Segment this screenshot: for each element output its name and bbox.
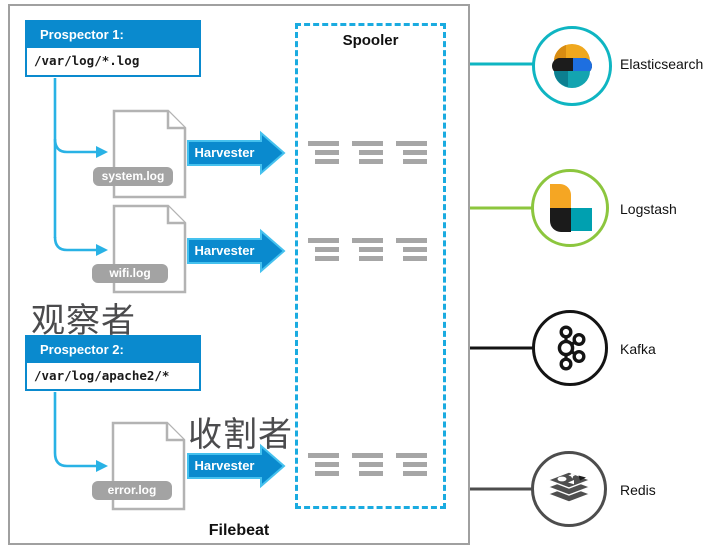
- logstash-logo-icon: [550, 184, 592, 232]
- event-bars-group: [308, 453, 339, 476]
- output-label-redis: Redis: [620, 482, 656, 498]
- output-node-redis: [531, 451, 607, 527]
- file-label-system-log: system.log: [93, 167, 173, 186]
- prospector2-path: /var/log/apache2/*: [27, 363, 199, 389]
- event-bars-group: [308, 141, 339, 164]
- output-label-kafka: Kafka: [620, 341, 656, 357]
- kafka-logo-icon: [557, 325, 586, 371]
- annotation-harvester: 收割者: [188, 415, 293, 455]
- harvester-label: Harvester: [194, 458, 255, 473]
- prospector1-box: Prospector 1: /var/log/*.log: [25, 20, 201, 77]
- spooler-title: Spooler: [342, 32, 399, 49]
- event-bars-group: [308, 238, 339, 261]
- event-bars-group: [352, 238, 383, 261]
- prospector2-box: Prospector 2: /var/log/apache2/*: [25, 335, 201, 391]
- prospector1-path: /var/log/*.log: [27, 48, 199, 74]
- output-label-logstash: Logstash: [620, 201, 677, 217]
- event-bars-group: [352, 453, 383, 476]
- prospector2-title: Prospector 2:: [27, 337, 199, 363]
- output-node-elasticsearch: [532, 26, 612, 106]
- harvester-label: Harvester: [194, 145, 255, 160]
- output-node-logstash: [531, 169, 609, 247]
- elasticsearch-logo-icon: [552, 44, 592, 88]
- output-label-elasticsearch: Elasticsearch: [620, 56, 704, 72]
- annotation-observer: 观察者: [31, 301, 136, 341]
- harvester-label: Harvester: [194, 243, 255, 258]
- redis-logo-icon: [546, 471, 592, 503]
- spooler-box: Spooler: [295, 23, 446, 509]
- event-bars-group: [352, 141, 383, 164]
- prospector1-title: Prospector 1:: [27, 22, 199, 48]
- event-bars-group: [396, 453, 427, 476]
- file-label-wifi-log: wifi.log: [92, 264, 168, 283]
- output-node-kafka: [532, 310, 608, 386]
- filebeat-label: Filebeat: [208, 522, 270, 539]
- event-bars-group: [396, 141, 427, 164]
- file-label-error-log: error.log: [92, 481, 172, 500]
- event-bars-group: [396, 238, 427, 261]
